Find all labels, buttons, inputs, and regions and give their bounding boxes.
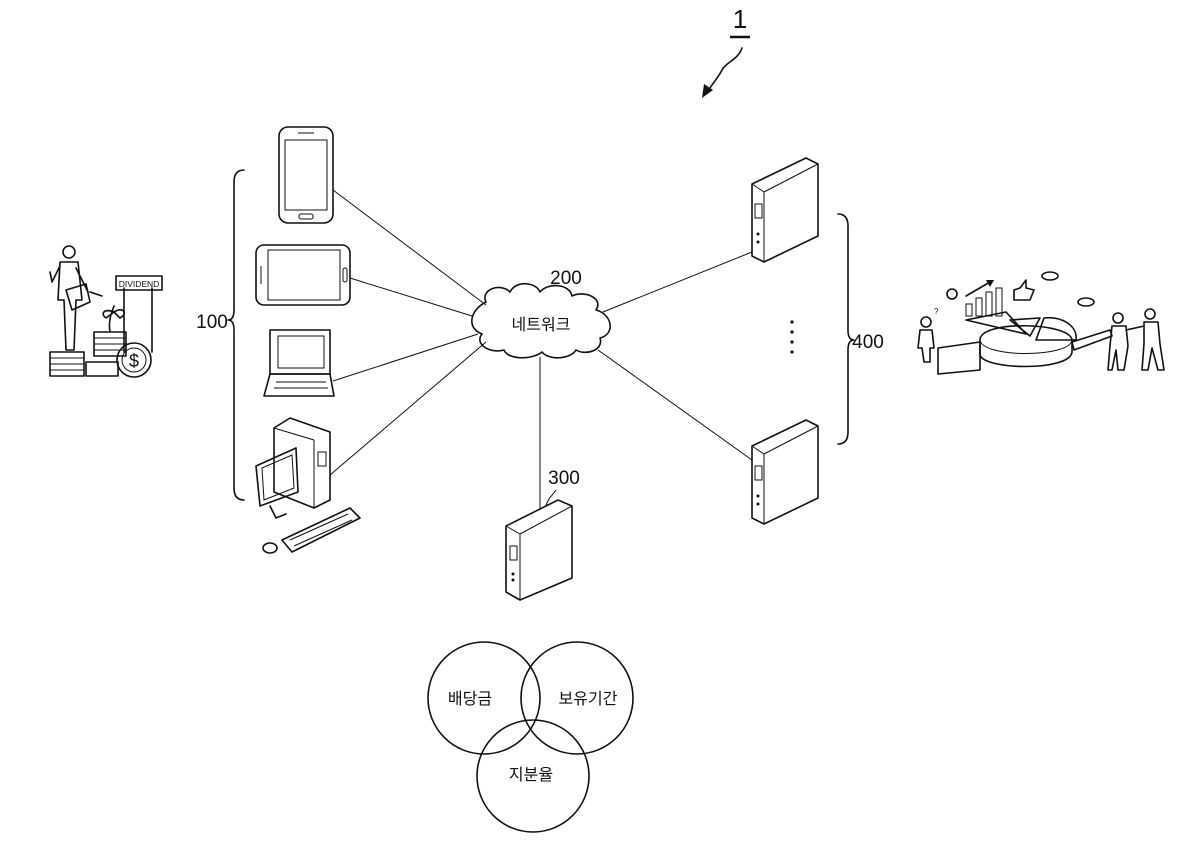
- server-ellipsis: [790, 320, 793, 353]
- service-server-drive: [510, 546, 517, 560]
- user-terminals-bracket: 100: [196, 170, 244, 500]
- desktop-terminal: [256, 418, 360, 553]
- tablet-screen: [268, 250, 340, 300]
- worker-1-body: [1108, 326, 1128, 370]
- external-server-top-drive: [755, 204, 762, 218]
- figure-reference: 1: [702, 4, 750, 98]
- dividend-sign-text: DIVIDEND: [119, 279, 160, 289]
- thumbs-up-icon: [1014, 280, 1034, 300]
- question-mark: ?: [934, 307, 939, 316]
- ellipsis-dot: [790, 320, 793, 323]
- floating-coin-2: [1078, 298, 1094, 306]
- dividend-investor-illustration: DIVIDEND $: [50, 246, 162, 377]
- desktop-keyboard: [282, 508, 360, 552]
- smartphone-screen: [285, 140, 327, 210]
- venn-label-dividend: 배당금: [448, 689, 492, 708]
- plant-leaf-right: [114, 310, 124, 318]
- connection-tablet: [350, 278, 472, 316]
- left-curly-brace: [228, 170, 244, 500]
- figure-pointer-arrow: [706, 48, 742, 94]
- service-server-label: 300: [548, 468, 580, 489]
- smartphone-home-button: [299, 214, 313, 219]
- connection-external-server-bottom: [598, 350, 752, 460]
- laptop-lid: [270, 330, 330, 374]
- tablet-home-button: [343, 268, 347, 282]
- external-servers-label: 400: [852, 332, 884, 353]
- lever-plank: [1072, 330, 1112, 350]
- floating-coin-1: [1042, 272, 1058, 280]
- tablet-terminal: [256, 245, 350, 305]
- service-server: 300: [506, 468, 580, 600]
- network-name: 네트워크: [512, 315, 571, 334]
- mini-bar-2: [976, 298, 982, 316]
- ellipsis-dot: [790, 340, 793, 343]
- laptop-base: [264, 374, 334, 396]
- briefcase: [86, 362, 118, 376]
- external-server-bottom: [752, 420, 818, 524]
- desktop-mouse: [263, 543, 277, 553]
- dollar-symbol: $: [129, 351, 139, 371]
- right-curly-brace: [838, 214, 854, 444]
- laptop-screen: [278, 336, 324, 368]
- worker-1-head: [1113, 313, 1123, 323]
- figure-number: 1: [733, 4, 747, 34]
- network-label: 200: [550, 268, 582, 289]
- laptop-terminal: [264, 330, 334, 396]
- plant-stem: [109, 306, 114, 332]
- ramp: [938, 342, 980, 374]
- network-cloud: 네트워크 200: [472, 268, 610, 358]
- investor-head: [63, 246, 75, 258]
- worker-2-head: [1145, 309, 1155, 319]
- ellipsis-dot: [790, 350, 793, 353]
- clock-icon: [947, 289, 957, 299]
- workers-pulling-rope: [1126, 326, 1144, 330]
- smartphone-terminal: [279, 127, 333, 223]
- connection-laptop: [333, 334, 478, 381]
- connection-external-server-top: [603, 252, 752, 312]
- external-server-bottom-drive: [755, 466, 762, 480]
- watering-can-spout: [90, 292, 102, 296]
- external-servers-bracket: 400: [838, 214, 884, 444]
- investment-analysis-illustration: ?: [918, 272, 1164, 374]
- external-server-top: [752, 158, 818, 262]
- venn-label-holding-period: 보유기간: [559, 689, 618, 708]
- user-terminals-label: 100: [196, 312, 228, 333]
- desktop-tower: [274, 418, 330, 508]
- desktop-monitor-stand: [270, 506, 286, 518]
- ellipsis-dot: [790, 330, 793, 333]
- service-server-tower: [506, 500, 572, 600]
- worker-2-body: [1142, 322, 1164, 370]
- mini-bar-3: [986, 292, 992, 316]
- mini-bar-4: [996, 288, 1002, 316]
- venn-diagram: 배당금 보유기간 지분율: [428, 642, 633, 832]
- venn-label-ownership: 지분율: [509, 765, 553, 784]
- network-connections: [330, 190, 752, 510]
- connection-desktop: [330, 342, 486, 475]
- connection-smartphone: [333, 190, 486, 305]
- analyst-head: [921, 317, 931, 327]
- desktop-drive-bay: [318, 452, 326, 466]
- smartphone-body: [279, 127, 333, 223]
- plant-leaf-left: [103, 311, 114, 318]
- mini-bar-1: [966, 304, 972, 316]
- watering-can: [66, 284, 90, 310]
- tablet-body: [256, 245, 350, 305]
- analyst-body: [918, 330, 934, 362]
